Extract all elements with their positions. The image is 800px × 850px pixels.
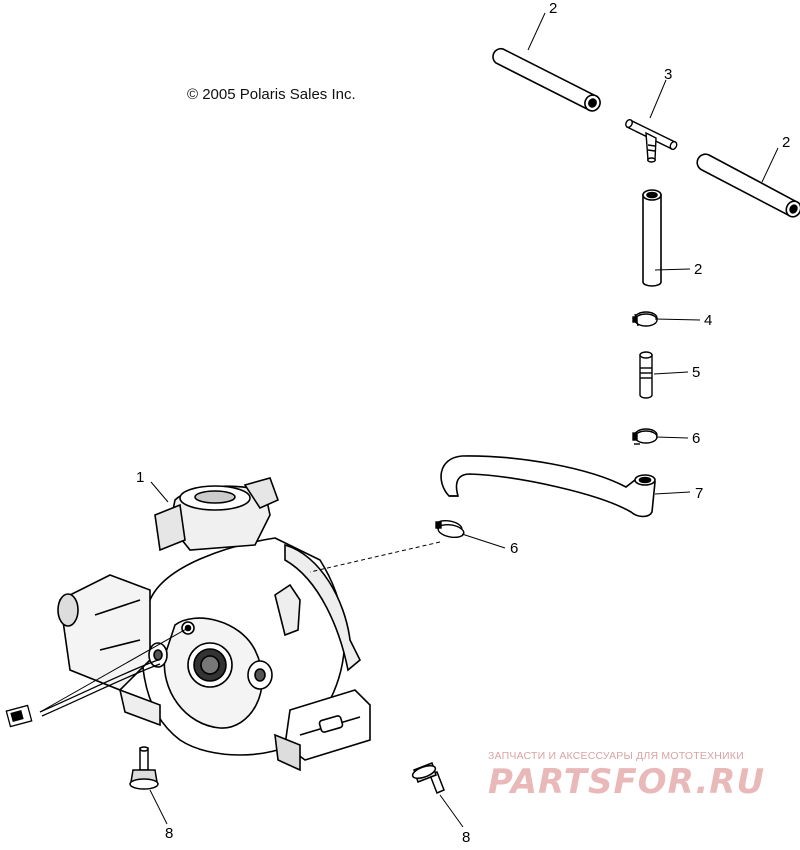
clamp-part-4 xyxy=(632,311,658,327)
bolt-part-8-left xyxy=(129,746,159,790)
callout-5: 5 xyxy=(692,364,700,381)
callout-4: 4 xyxy=(704,312,712,329)
callout-8-left: 8 xyxy=(165,825,173,842)
callout-6-left: 6 xyxy=(510,540,518,557)
callout-8-right: 8 xyxy=(462,829,470,845)
callout-3: 3 xyxy=(664,66,672,83)
callout-numbers: 2 3 2 2 4 5 6 7 6 1 8 8 xyxy=(136,0,790,846)
hose-part-2-upper xyxy=(492,47,601,112)
clamp-part-6-right xyxy=(632,428,658,445)
copyright-text: © 2005 Polaris Sales Inc. xyxy=(187,86,356,103)
bolt-part-8-right xyxy=(411,762,445,794)
callout-2-right: 2 xyxy=(782,134,790,151)
tee-fitting-part-3 xyxy=(625,118,678,163)
hose-part-2-right xyxy=(696,153,800,218)
callout-6-right: 6 xyxy=(692,430,700,447)
wire-harness xyxy=(5,659,161,728)
callout-7: 7 xyxy=(695,485,703,502)
callout-2-upper: 2 xyxy=(549,0,557,17)
hose-part-2-vertical xyxy=(642,189,662,287)
callout-1: 1 xyxy=(136,469,144,486)
connector-part-5 xyxy=(639,351,653,399)
clamp-part-6-left xyxy=(435,519,465,539)
breather-hose-part-7 xyxy=(440,455,656,518)
watermark-logo: PARTSFOR.RU xyxy=(488,762,766,802)
gearcase-part-1 xyxy=(57,477,371,772)
callout-2-vertical: 2 xyxy=(694,261,702,278)
leader-lines xyxy=(39,12,779,828)
watermark-tagline: ЗАПЧАСТИ И АКСЕССУАРЫ ДЛЯ МОТОТЕХНИКИ xyxy=(488,750,744,762)
